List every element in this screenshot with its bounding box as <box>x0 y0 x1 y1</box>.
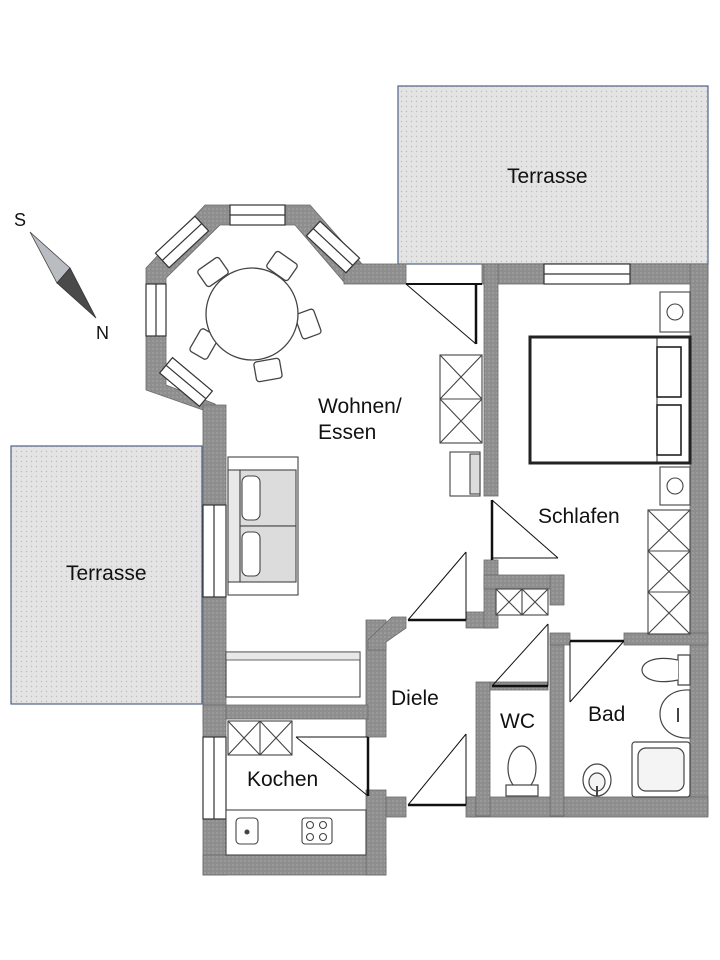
terrace-left <box>10 445 203 705</box>
cabinets <box>227 354 691 756</box>
bed <box>528 335 692 465</box>
room-label-terrace-top: Terrasse <box>507 165 588 188</box>
terrace-top <box>397 85 709 265</box>
kitchen-counter <box>225 809 367 856</box>
room-label-terrace-left: Terrasse <box>66 562 147 585</box>
room-label-bath: Bad <box>588 703 626 726</box>
dining-table <box>189 250 322 383</box>
bath-fixtures <box>582 654 691 798</box>
room-label-wc: WC <box>500 710 535 733</box>
room-label-hall: Diele <box>391 687 439 710</box>
windows <box>145 204 631 820</box>
compass-north-label: N <box>96 323 109 343</box>
compass-south-label: S <box>14 210 27 230</box>
room-label-kitchen: Kochen <box>247 768 319 791</box>
room-label-living: Wohnen/ Essen <box>318 395 402 444</box>
nightstands <box>659 291 691 506</box>
sofa <box>227 456 299 596</box>
wc-toilet <box>505 745 539 797</box>
doors <box>295 283 625 807</box>
desk <box>449 451 481 497</box>
compass-icon <box>29 231 97 319</box>
room-label-bedroom: Schlafen <box>538 505 620 528</box>
